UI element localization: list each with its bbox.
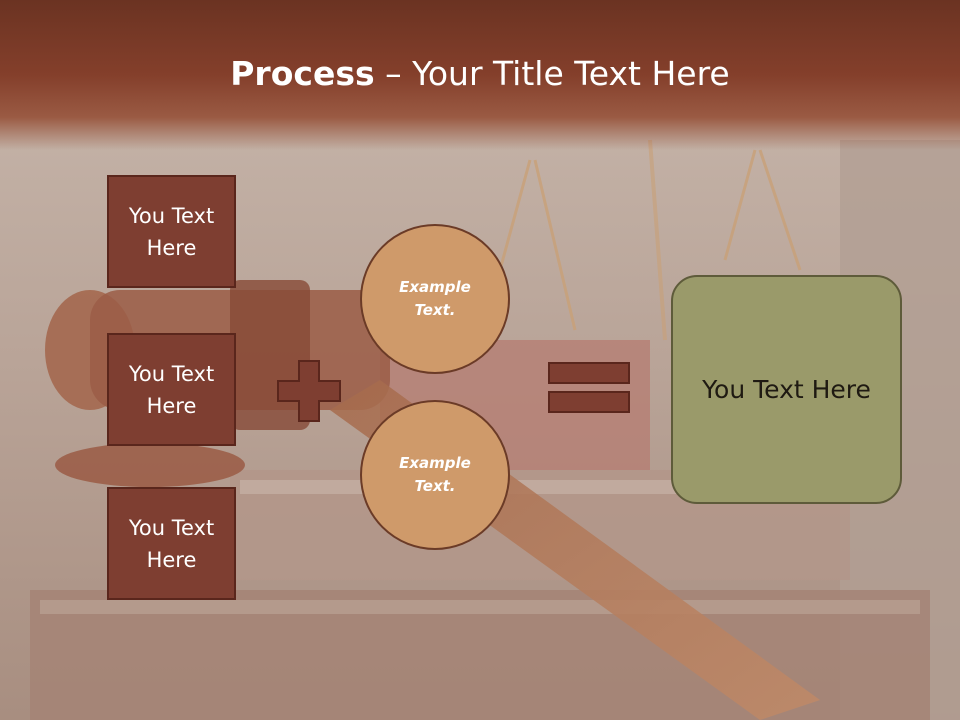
result-box-label: You Text Here	[702, 375, 871, 404]
text-box-1[interactable]: You Text Here	[107, 175, 236, 288]
text-box-3[interactable]: You Text Here	[107, 487, 236, 600]
slide-title: Process – Your Title Text Here	[0, 52, 960, 96]
example-circle-1[interactable]: Example Text.	[360, 224, 510, 374]
header-band	[0, 0, 960, 150]
example-circle-label: Example Text.	[399, 278, 471, 319]
plus-icon	[277, 360, 341, 422]
result-box[interactable]: You Text Here	[671, 275, 902, 504]
title-bold-part: Process	[230, 54, 375, 93]
equals-icon	[548, 362, 630, 413]
example-circle-label: Example Text.	[399, 454, 471, 495]
text-box-label: You Text Here	[128, 515, 215, 572]
text-box-label: You Text Here	[128, 361, 215, 418]
text-box-label: You Text Here	[128, 203, 215, 260]
example-circle-2[interactable]: Example Text.	[360, 400, 510, 550]
title-rest-part: – Your Title Text Here	[374, 54, 730, 93]
text-box-2[interactable]: You Text Here	[107, 333, 236, 446]
